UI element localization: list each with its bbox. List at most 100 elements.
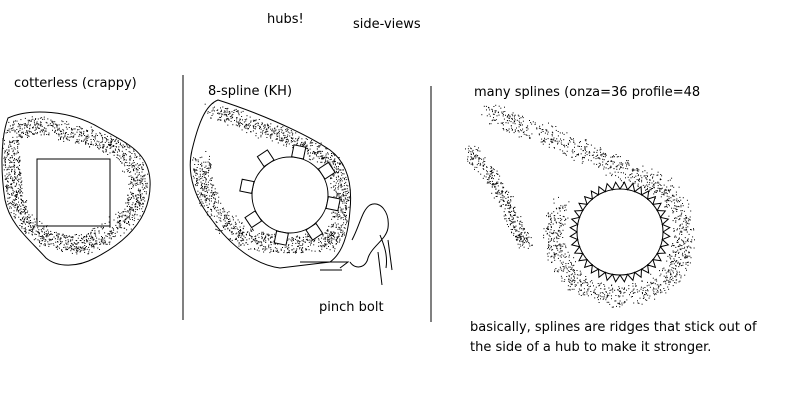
stipple-dot xyxy=(547,245,549,247)
stipple-dot xyxy=(563,266,565,268)
stipple-dot xyxy=(63,136,65,138)
stipple-dot xyxy=(633,169,635,171)
stipple-dot xyxy=(664,290,666,291)
stipple-dot xyxy=(534,122,536,124)
stipple-dot xyxy=(616,168,618,170)
stipple-dot xyxy=(15,177,17,179)
stipple-dot xyxy=(13,164,15,166)
stipple-dot xyxy=(214,106,215,108)
stipple-dot xyxy=(548,216,550,218)
stipple-dot xyxy=(556,270,558,272)
stipple-dot xyxy=(101,236,102,238)
stipple-dot xyxy=(14,199,16,201)
stipple-dot xyxy=(203,183,205,185)
stipple-dot xyxy=(57,246,59,248)
stipple-dot xyxy=(15,194,16,196)
stipple-dot xyxy=(70,239,72,241)
stipple-dot xyxy=(37,126,38,128)
stipple-dot xyxy=(4,156,6,158)
stipple-dot xyxy=(324,243,326,245)
stipple-dot xyxy=(648,184,650,186)
stipple-dot xyxy=(340,217,342,219)
stipple-dot xyxy=(23,204,25,206)
stipple-dot xyxy=(564,220,566,221)
stipple-dot xyxy=(686,217,688,219)
stipple-dot xyxy=(252,228,253,230)
stipple-dot xyxy=(651,182,653,184)
stipple-dot xyxy=(17,206,19,208)
stipple-dot xyxy=(645,290,647,291)
stipple-dot xyxy=(563,255,565,257)
stipple-dot xyxy=(648,284,650,286)
stipple-dot xyxy=(70,242,72,244)
stipple-dot xyxy=(141,186,143,188)
stipple-dot xyxy=(300,252,302,254)
stipple-dot xyxy=(250,236,252,238)
stipple-dot xyxy=(524,242,526,244)
stipple-dot xyxy=(11,171,13,173)
stipple-dot xyxy=(609,167,611,169)
stipple-dot xyxy=(84,135,86,136)
stipple-dot xyxy=(4,159,6,161)
stipple-dot xyxy=(19,169,21,171)
stipple-dot xyxy=(679,231,681,233)
stipple-dot xyxy=(665,188,667,190)
stipple-dot xyxy=(219,209,221,211)
stipple-dot xyxy=(681,227,683,229)
stipple-dot xyxy=(292,145,294,147)
stipple-dot xyxy=(201,201,203,203)
stipple-dot xyxy=(206,198,208,200)
stipple-dot xyxy=(3,157,5,159)
stipple-dot xyxy=(678,266,680,268)
stipple-dot xyxy=(139,192,141,194)
stipple-dot xyxy=(605,174,607,176)
stipple-dot xyxy=(562,215,564,217)
stipple-dot xyxy=(9,142,11,144)
stipple-dot xyxy=(294,251,296,253)
stipple-dot xyxy=(234,228,236,230)
stipple-dot xyxy=(557,249,559,251)
stipple-dot xyxy=(217,118,219,120)
stipple-dot xyxy=(40,121,42,123)
stipple-dot xyxy=(305,233,307,235)
stipple-dot xyxy=(47,233,49,235)
stipple-dot xyxy=(93,247,95,249)
stipple-dot xyxy=(653,185,655,187)
stipple-dot xyxy=(68,123,70,125)
stipple-dot xyxy=(196,182,198,184)
stipple-dot xyxy=(22,217,24,219)
stipple-dot xyxy=(308,150,309,152)
stipple-dot xyxy=(486,179,488,180)
stipple-dot xyxy=(584,139,586,141)
stipple-dot xyxy=(136,201,137,202)
stipple-dot xyxy=(214,201,216,202)
stipple-dot xyxy=(593,292,595,294)
stipple-dot xyxy=(676,270,678,272)
stipple-dot xyxy=(65,248,67,250)
stipple-dot xyxy=(331,239,333,241)
stipple-dot xyxy=(478,160,480,162)
stipple-dot xyxy=(506,224,508,225)
stipple-dot xyxy=(251,236,253,238)
stipple-dot xyxy=(677,262,679,264)
stipple-dot xyxy=(103,242,105,244)
stipple-dot xyxy=(132,193,134,194)
stipple-dot xyxy=(490,171,492,173)
stipple-dot xyxy=(240,111,242,113)
stipple-dot xyxy=(116,222,118,224)
stipple-dot xyxy=(145,183,147,185)
stipple-dot xyxy=(134,183,136,185)
stipple-dot xyxy=(199,173,201,175)
stipple-dot xyxy=(110,140,112,142)
stipple-dot xyxy=(21,184,23,186)
stipple-dot xyxy=(285,139,287,141)
stipple-dot xyxy=(666,193,668,195)
spline-ridge xyxy=(325,196,341,212)
caption-line-2: the side of a hub to make it stronger. xyxy=(470,340,712,355)
stipple-dot xyxy=(621,302,623,304)
stipple-dot xyxy=(333,161,335,163)
stipple-dot xyxy=(570,283,572,285)
stipple-dot xyxy=(103,145,105,147)
stipple-dot xyxy=(45,244,46,246)
stipple-dot xyxy=(91,246,93,248)
